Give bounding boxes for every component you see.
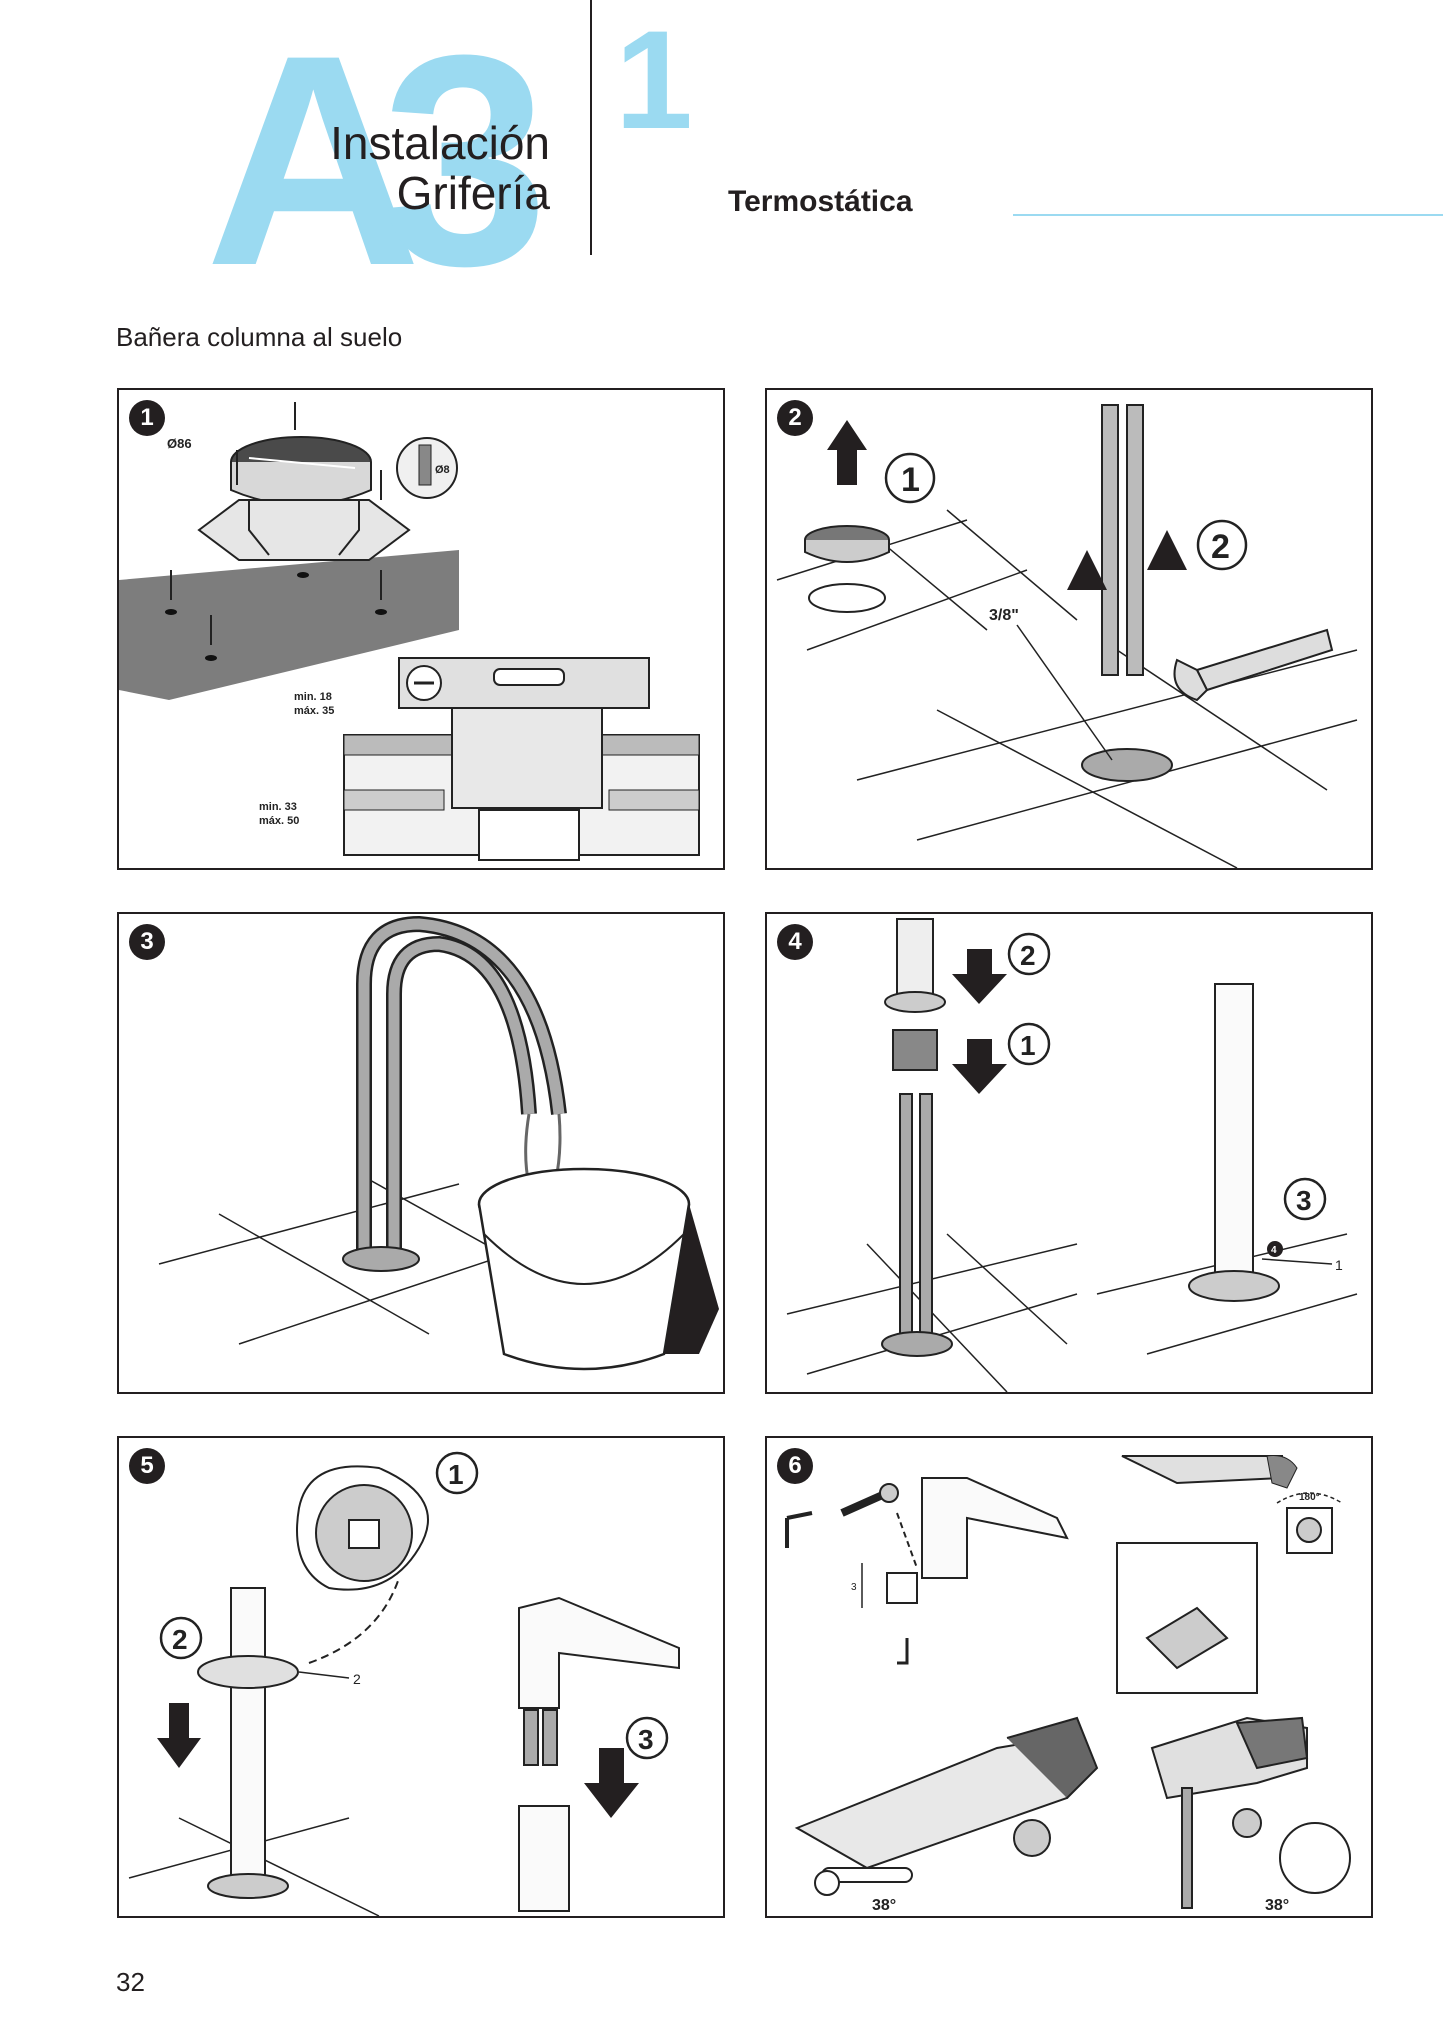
base-opening [808,583,886,613]
step-badge-1: 1 [129,400,165,436]
step-panel-4: 4 2 1 3 4 1 [765,912,1373,1394]
floor-grid [776,509,1358,868]
callout-3 [1283,1177,1327,1221]
column-top [896,918,934,1000]
illustration-final-assembly: 3 180° 38° 38° [785,1455,1351,1914]
down-arrow-1 [952,1039,1007,1094]
callout-2 [1007,932,1051,976]
column [230,1587,266,1884]
label-min33: min. 33 [259,801,297,813]
pipe-right [919,1093,933,1345]
pipe-left [899,1093,913,1345]
callout-1-text: 1 [448,1459,464,1490]
down-arrow-2 [952,949,1007,1004]
callout-3-text: 3 [1296,1185,1312,1216]
base-plate [1081,748,1173,782]
illustration-flush-pipes [158,915,719,1371]
bucket-handle [483,1233,685,1285]
temp-label-2: 38° [1265,1897,1289,1914]
chapter-title: Instalación Grifería [300,118,550,218]
adapter-block [892,1029,938,1071]
step-panel-1: 1 Ø86 Ø8 min. 18 máx [117,388,725,870]
allen-key [785,1511,813,1548]
clip-part [886,1572,918,1604]
callout-2 [1196,519,1248,571]
hose-right [1126,404,1144,676]
cover-ring [197,1655,299,1689]
label-min18: min. 18 [294,691,332,703]
floor-area [119,550,459,700]
illustration-fit-cover: 2 2 1 3 [128,1451,680,1916]
part-2-text: 2 [353,1671,361,1687]
step-badge-4: 4 [777,924,813,960]
temp-label-1: 38° [872,1897,896,1914]
callout-3 [625,1716,669,1760]
part-3-text: 3 [851,1582,857,1593]
label-drill: Ø8 [435,464,450,476]
chapter-number: 1 [615,1,693,158]
step-badge-5: 5 [129,1448,165,1484]
step-panel-6: 6 3 180° 38° 38° [765,1436,1373,1918]
diameter-line [248,457,356,469]
bucket-shadow [664,1204,719,1354]
part-1-text: 1 [1335,1257,1343,1273]
callout-1-text: 1 [901,461,920,499]
callout-3-text: 3 [638,1724,654,1755]
step-panel-3: 3 [117,912,725,1394]
label-max50: máx. 50 [259,815,299,827]
step-badge-3: 3 [129,924,165,960]
label-diameter: Ø86 [167,436,192,451]
up-arrow [827,420,867,485]
callout-2-text: 2 [1211,528,1230,566]
knob-1 [1013,1819,1051,1857]
spout-side [921,1477,1069,1579]
illustration-connect-hoses: 1 2 3/8" [776,404,1358,868]
drill-holes [165,572,387,661]
column-installed [1214,983,1254,1285]
spout [518,1596,680,1709]
page-number: 32 [116,1967,145,1997]
callout-2 [159,1616,203,1660]
part-4-text: 4 [1271,1245,1277,1256]
down-arrow-3 [584,1748,639,1818]
label-180: 180° [1299,1492,1320,1503]
chapter-big-letters: A3 [205,0,548,328]
step-badge-2: 2 [777,400,813,436]
label-max35: máx. 35 [294,705,334,717]
step-panel-2: 2 1 2 3/8" [765,388,1373,870]
header-divider [590,0,592,255]
chapter-subtitle: Termostática [728,185,913,218]
thermo-knob [1279,1822,1351,1894]
illustration-base-mounting: Ø86 Ø8 min. 18 máx. 35 min. 33 máx. 50 [119,402,700,861]
label-thread: 3/8" [989,607,1019,624]
header-accent-rule [1013,214,1443,216]
part-4-marker [1267,1241,1283,1257]
down-arrow-b [1147,530,1187,570]
wrench [1195,628,1334,692]
callout-1 [884,452,936,504]
illustration-mount-column: 2 1 3 4 1 [786,918,1358,1392]
callout-2-text: 2 [1020,940,1036,971]
spout-top-right [1121,1455,1283,1485]
section-title: Bañera columna al suelo [116,322,403,352]
callout-1-text: 1 [1020,1030,1036,1061]
chapter-title-line1: Instalación [330,117,550,169]
callout-1 [435,1451,479,1495]
step-badge-6: 6 [777,1448,813,1484]
base-flange [197,499,411,561]
motion-path [308,1577,400,1664]
chapter-title-line2: Grifería [396,167,550,219]
down-arrow-2 [157,1703,201,1768]
hose-left [1101,404,1119,676]
step-panel-5: 5 2 2 1 3 [117,1436,725,1918]
column-top [518,1805,570,1912]
callout-2-text: 2 [172,1624,188,1655]
bucket-body [477,1203,691,1371]
callout-1 [1007,1022,1051,1066]
floor-grid [786,1233,1358,1392]
down-arrow-a [1067,550,1107,590]
base-plate [342,1246,420,1272]
screw [840,1489,889,1517]
screws [170,402,382,645]
